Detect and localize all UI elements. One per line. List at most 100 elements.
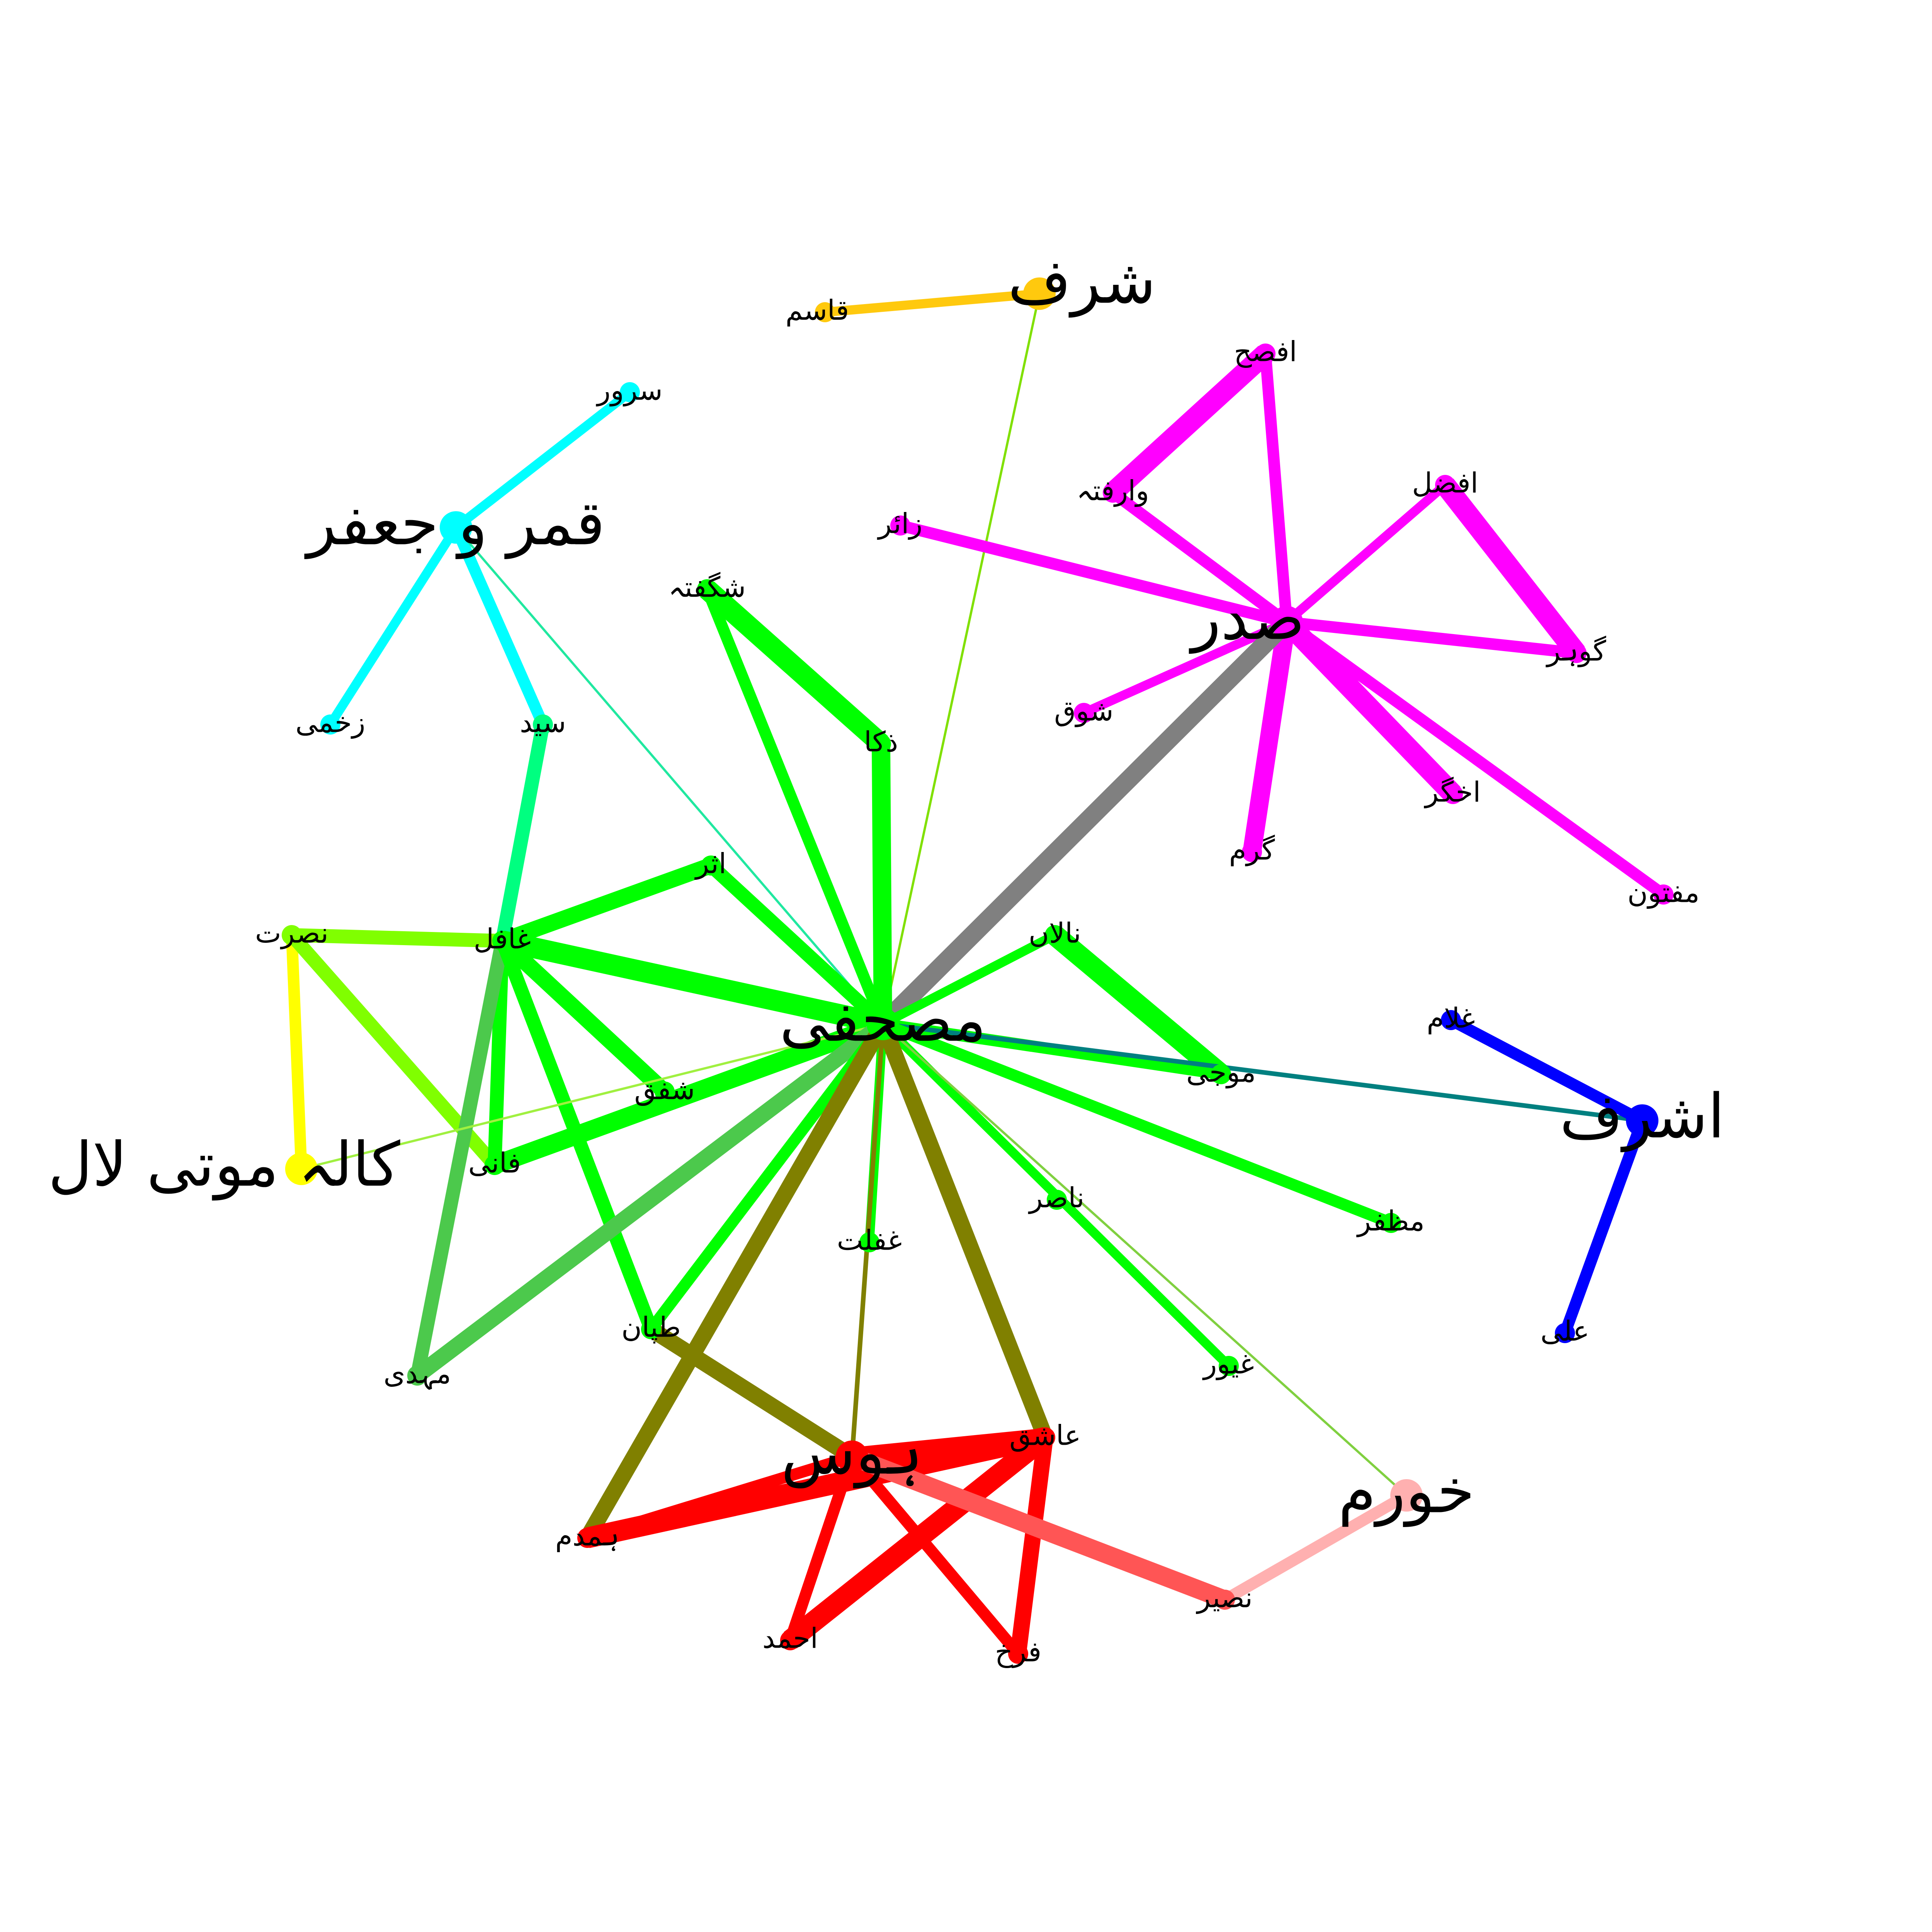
edge-shagufta-mushafi — [702, 587, 888, 1026]
edge-fani-mushafi — [491, 1015, 886, 1174]
node-afzal — [1435, 475, 1455, 495]
edge-sharaf-qasim — [824, 289, 1040, 317]
edge-garm-sadr — [1243, 621, 1296, 854]
edge-ashiq-mushafi — [875, 1021, 1053, 1440]
edges-layer — [286, 289, 1667, 1658]
node-label-akhgar: اخگر — [1424, 776, 1481, 809]
node-sharaf — [1023, 277, 1056, 310]
edge-ghulam-ashraf — [1448, 1015, 1645, 1126]
node-hawas — [836, 1440, 868, 1473]
edge-warafta-sadr — [1109, 488, 1290, 627]
node-label-asar: اثر — [694, 847, 726, 880]
edge-ali-ashraf — [1559, 1118, 1648, 1335]
edge-qamar-mushafi — [455, 527, 884, 1025]
node-label-nalan: نالاں — [1029, 917, 1081, 949]
edge-zair-sadr — [899, 520, 1288, 628]
node-kalamoti — [285, 1153, 318, 1185]
node-label-syed: سید — [520, 706, 566, 739]
edge-mehdi-mushafi — [412, 1017, 888, 1382]
edge-nusrat-ghafil — [291, 928, 503, 948]
node-label-afzal: افضل — [1412, 467, 1478, 499]
edge-ghafil-mehdi — [410, 939, 509, 1377]
node-ghafil — [492, 931, 512, 951]
node-label-garm: گرم — [1229, 834, 1275, 867]
edge-asar-mushafi — [706, 860, 888, 1029]
edge-hamdam-mushafi — [580, 1020, 890, 1542]
edge-afzal-sadr — [1284, 481, 1448, 626]
node-syed — [533, 714, 553, 735]
node-label-kalamoti: کالہ موتی لال — [48, 1129, 400, 1201]
node-shafaq — [655, 1082, 675, 1102]
node-mauji — [1211, 1064, 1231, 1084]
edge-shagufta-zaka — [700, 581, 888, 752]
node-label-qamar: قمر و جعفر — [304, 488, 605, 559]
edge-nalan-mauji — [1048, 927, 1228, 1082]
node-muzaffar — [1381, 1213, 1401, 1233]
node-label-ghaflat: غفلت — [837, 1224, 902, 1257]
node-label-shagufta: شگفتہ — [668, 571, 746, 604]
node-label-shafaq: شفق — [634, 1073, 695, 1106]
node-label-zakhmi: زخمی — [296, 706, 366, 739]
node-nasir — [1047, 1190, 1067, 1210]
edge-gohar-sadr — [1286, 616, 1577, 659]
edge-afzal-gohar — [1437, 478, 1585, 660]
node-tapan — [641, 1319, 661, 1339]
edge-ghafil-shafaq — [497, 935, 670, 1098]
edge-syed-ghafil — [495, 723, 550, 942]
edge-hamdam-ashiq — [585, 1427, 1048, 1548]
node-ashiq — [1035, 1427, 1055, 1447]
node-label-hamdam: ہمدم — [555, 1520, 619, 1552]
node-ahmad — [780, 1630, 800, 1650]
node-ghaflat — [859, 1232, 879, 1252]
edge-afsah-warafta — [1105, 346, 1273, 500]
node-label-qasim: قاسم — [786, 294, 849, 327]
node-zaka — [871, 734, 891, 754]
node-qamar — [440, 511, 472, 544]
nodes-layer — [282, 277, 1673, 1664]
node-nalan — [1045, 925, 1065, 945]
edge-hawas-farrukh — [847, 1453, 1023, 1658]
node-gohar — [1566, 643, 1587, 663]
edge-qamar-suroor — [453, 388, 633, 531]
node-garm — [1242, 842, 1262, 862]
edge-sharaf-mushafi — [882, 293, 1041, 1024]
node-label-zair: زائر — [877, 507, 923, 540]
node-ghulam — [1441, 1010, 1461, 1030]
node-label-ahmad: احمد — [762, 1622, 818, 1655]
node-farrukh — [1008, 1644, 1028, 1664]
edge-ghafil-mushafi — [500, 930, 885, 1034]
node-label-afsah: افصح — [1234, 335, 1297, 368]
edge-qamar-zakhmi — [326, 525, 460, 727]
node-label-ashraf: اشرف — [1560, 1081, 1725, 1152]
node-mehdi — [407, 1366, 427, 1386]
node-mushafi — [867, 1008, 899, 1040]
node-label-ali: علی — [1541, 1315, 1590, 1347]
node-label-zaka: ذکا — [864, 726, 898, 758]
edge-zaka-mushafi — [872, 743, 892, 1024]
node-hamdam — [577, 1528, 597, 1548]
node-warafta — [1103, 483, 1123, 503]
node-label-muzaffar: مظفر — [1356, 1205, 1425, 1238]
node-label-ashiq: عاشق — [1009, 1419, 1081, 1452]
edge-hawas-ahmad — [784, 1455, 858, 1642]
node-label-fani: فانی — [468, 1147, 521, 1179]
edge-nusrat-kalamoti — [286, 935, 307, 1169]
node-label-nusrat: نصرت — [255, 917, 328, 950]
node-shauq — [1074, 703, 1094, 723]
edge-tapan-hawas — [646, 1322, 857, 1464]
node-ghayyur — [1219, 1356, 1239, 1376]
edge-shauq-sadr — [1082, 618, 1289, 717]
edge-qamar-syed — [451, 525, 548, 727]
node-sadr — [1270, 606, 1303, 638]
edge-muzaffar-mushafi — [881, 1019, 1393, 1228]
edge-ashraf-mushafi — [883, 1022, 1643, 1123]
node-ali — [1555, 1323, 1575, 1343]
edge-maftoon-sadr — [1283, 617, 1667, 900]
edge-khurram-mushafi — [882, 1023, 1408, 1497]
node-label-hawas: ہوس — [781, 1417, 923, 1488]
node-fani — [485, 1155, 505, 1175]
node-label-sharaf: شرف — [1008, 246, 1156, 318]
node-label-ghulam: غلام — [1427, 1002, 1475, 1034]
